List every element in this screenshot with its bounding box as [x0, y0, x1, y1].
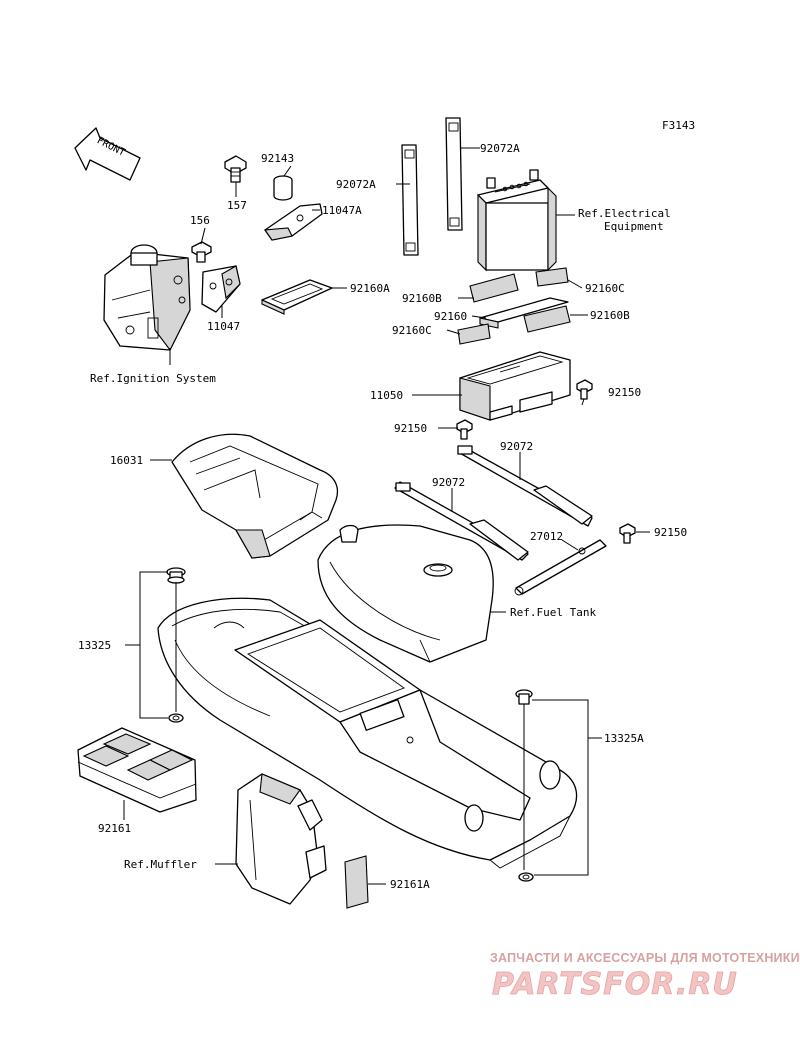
- strap-92072-right: [457, 445, 593, 527]
- watermark-logo: PARTSFOR.RU: [492, 967, 738, 1002]
- label-ref-muffler: Ref.Muffler: [124, 858, 197, 871]
- label-11047: 11047: [207, 320, 240, 333]
- leader-lines: [123, 147, 650, 885]
- mat-92161: [77, 727, 197, 813]
- pad-92160B-right: [523, 305, 571, 333]
- label-92161A: 92161A: [390, 878, 430, 891]
- bracket-11047: [201, 265, 241, 313]
- muffler: [235, 773, 327, 905]
- strap-92072-mid: [394, 481, 529, 561]
- grommet-13325A-bottom: [518, 872, 534, 882]
- pad-92160C-left: [457, 323, 491, 345]
- label-92160A: 92160A: [350, 282, 390, 295]
- label-ref-equipment: Equipment: [604, 220, 664, 233]
- ignition-box: [103, 244, 191, 352]
- label-ref-fuel-tank: Ref.Fuel Tank: [510, 606, 596, 619]
- label-157: 157: [227, 199, 247, 212]
- figure-code: F3143: [662, 119, 695, 132]
- label-92160C-left: 92160C: [392, 324, 432, 337]
- label-92150-far: 92150: [654, 526, 687, 539]
- pad-92160: [479, 297, 569, 329]
- plate-92161A: [344, 855, 369, 909]
- label-92160B-right: 92160B: [590, 309, 630, 322]
- grommet-13325-top: [166, 567, 186, 584]
- grommet-13325A-top: [515, 689, 533, 705]
- bracket-11047A: [264, 203, 323, 241]
- band-27012: [514, 539, 607, 596]
- label-92161: 92161: [98, 822, 131, 835]
- battery-case-11050: [459, 351, 571, 421]
- label-92072-right: 92072: [500, 440, 533, 453]
- hull: [157, 597, 578, 869]
- fuel-tank: [317, 524, 494, 663]
- collar-92143: [273, 175, 293, 201]
- label-27012: 27012: [530, 530, 563, 543]
- bolt-157: [224, 155, 247, 183]
- label-11047A: 11047A: [322, 204, 362, 217]
- bolt-92150-right: [576, 379, 593, 400]
- strap-92072A-top: [445, 117, 463, 231]
- grommet-13325-bottom: [168, 713, 184, 723]
- battery: [477, 169, 557, 272]
- pad-92160B-left: [469, 273, 519, 303]
- label-92150-right: 92150: [608, 386, 641, 399]
- label-92150-left: 92150: [394, 422, 427, 435]
- strap-92072A-left: [401, 144, 419, 256]
- label-92072-mid: 92072: [432, 476, 465, 489]
- label-13325: 13325: [78, 639, 111, 652]
- label-156: 156: [190, 214, 210, 227]
- label-92160B-left: 92160B: [402, 292, 442, 305]
- pad-92160C-right: [535, 267, 569, 287]
- pad-92160A: [261, 279, 333, 315]
- cover-16031: [171, 433, 339, 559]
- label-92160: 92160: [434, 310, 467, 323]
- bolt-92150-far: [619, 523, 636, 544]
- front-arrow-icon: FRONT: [74, 127, 141, 181]
- label-16031: 16031: [110, 454, 143, 467]
- label-ref-ignition: Ref.Ignition System: [90, 372, 216, 385]
- watermark-tagline: ЗАПЧАСТИ И АКСЕССУАРЫ ДЛЯ МОТОТЕХНИКИ: [490, 951, 800, 965]
- bolt-156: [191, 241, 212, 263]
- label-92072A-top: 92072A: [480, 142, 520, 155]
- watermark: ЗАПЧАСТИ И АКСЕССУАРЫ ДЛЯ МОТОТЕХНИКИ PA…: [490, 951, 800, 1002]
- label-92072A-left: 92072A: [336, 178, 376, 191]
- label-92143: 92143: [261, 152, 294, 165]
- label-13325A: 13325A: [604, 732, 644, 745]
- label-11050: 11050: [370, 389, 403, 402]
- label-ref-electrical: Ref.Electrical: [578, 207, 671, 220]
- bolt-92150-left: [456, 419, 473, 440]
- label-92160C-right: 92160C: [585, 282, 625, 295]
